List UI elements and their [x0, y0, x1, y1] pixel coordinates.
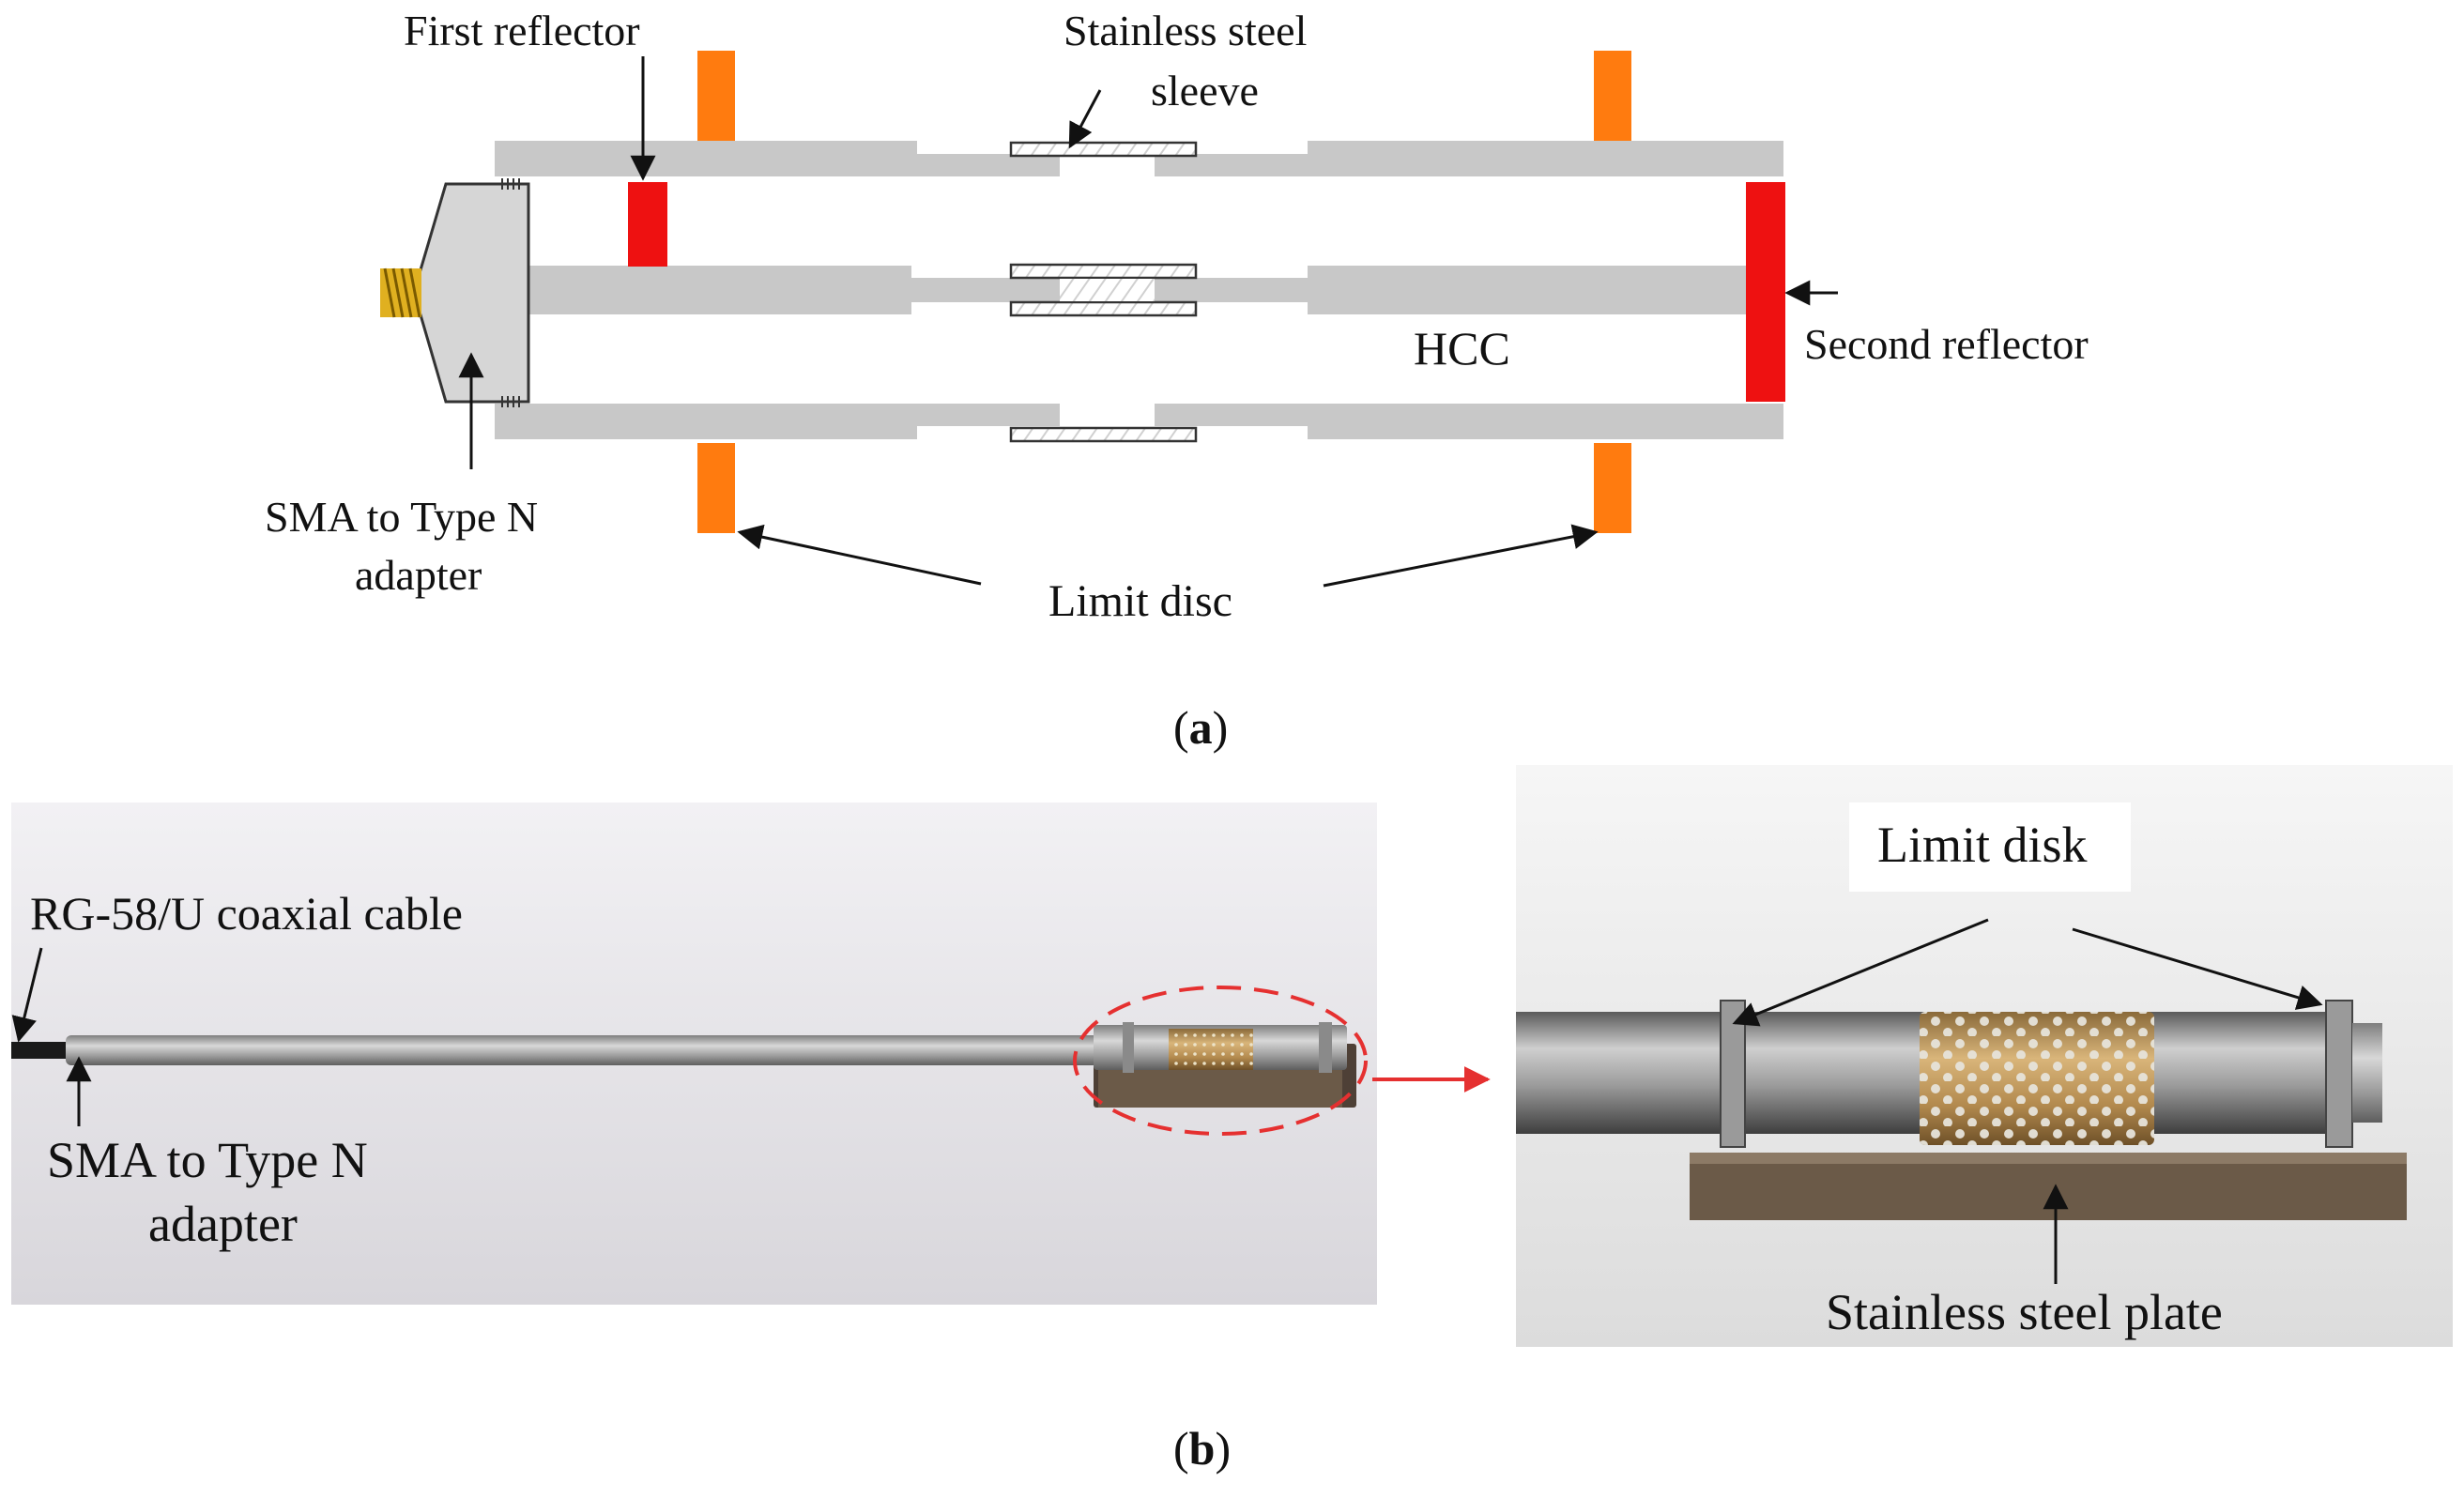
brass-ball-cage — [1920, 1012, 2154, 1145]
zoom-limit-disk-right — [2325, 1000, 2353, 1148]
panel-a-schematic: First reflector Stainless steel sleeve H… — [265, 7, 2089, 754]
limit-disc-bottom-left — [697, 443, 735, 533]
label-coaxial-cable: RG-58/U coaxial cable — [30, 887, 463, 940]
probe-rod — [66, 1035, 1098, 1065]
arrow-limit-disk-left — [1732, 918, 1989, 1027]
stainless-steel-plate — [1690, 1153, 2407, 1220]
label-stainless-plate: Stainless steel plate — [1826, 1284, 2223, 1340]
label-second-reflector: Second reflector — [1804, 320, 2089, 368]
label-limit-disc: Limit disc — [1048, 576, 1232, 626]
zoom-rod-end — [2352, 1023, 2382, 1123]
panel-b-right-photo: Limit disk Stainless steel plate — [1516, 765, 2453, 1347]
limit-disc-top-right — [1594, 51, 1631, 141]
stainless-steel-sleeves — [1009, 141, 1198, 443]
label-first-reflector: First reflector — [404, 7, 640, 54]
label-sma-line1: SMA to Type N — [265, 493, 538, 541]
first-reflector — [628, 182, 667, 267]
inner-conductor — [528, 266, 1749, 314]
coaxial-cable — [11, 1042, 68, 1059]
second-reflector — [1746, 182, 1785, 402]
label-limit-disk: Limit disk — [1877, 817, 2088, 873]
label-sma-photo-line2: adapter — [148, 1196, 298, 1252]
zoom-limit-disk-left — [1720, 1000, 1746, 1148]
label-sma-photo-line1: SMA to Type N — [47, 1132, 368, 1188]
label-hcc: HCC — [1414, 322, 1510, 374]
highlight-ellipse — [1073, 986, 1368, 1136]
sma-connector-threads — [380, 268, 421, 318]
arrow-limit-disc-left — [737, 524, 982, 586]
sensor-head — [1094, 1022, 1356, 1108]
limit-disc-top-left — [697, 51, 735, 141]
label-stainless-sleeve-line2: sleeve — [1151, 67, 1259, 115]
outer-tube-bottom — [495, 404, 1783, 439]
sleeve-gap — [1060, 279, 1155, 301]
arrow-stainless-sleeve — [1068, 89, 1102, 149]
arrow-limit-disk-right — [2072, 927, 2323, 1010]
arrow-coaxial-cable — [11, 947, 43, 1043]
label-sma-line2: adapter — [355, 551, 482, 599]
outer-tube-top — [495, 141, 1783, 176]
label-stainless-sleeve-line1: Stainless steel — [1064, 7, 1307, 54]
caption-b: (b) — [1173, 1422, 1231, 1475]
panel-b-left-photo: RG-58/U coaxial cable SMA to Type N adap… — [11, 802, 1491, 1305]
sma-adapter — [380, 178, 530, 407]
limit-disc-bottom-right — [1594, 443, 1631, 533]
caption-a: (a) — [1173, 701, 1228, 754]
limit-disk-label-box — [1849, 802, 2131, 892]
arrow-limit-disc-right — [1323, 524, 1599, 588]
